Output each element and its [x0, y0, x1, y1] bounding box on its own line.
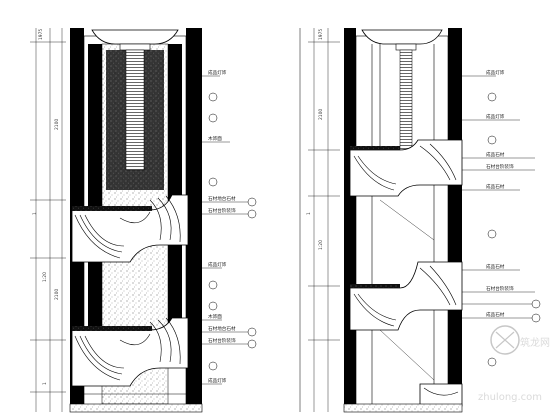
material-label: 成品灯饰	[486, 113, 505, 120]
chandelier	[91, 29, 179, 171]
material-label: 石材台阶装饰	[486, 163, 514, 170]
material-label: 木饰面	[208, 135, 222, 142]
watermark: zhulong.com 筑龙网	[478, 325, 550, 403]
material-label: 成品灯饰	[486, 69, 505, 76]
left-dimension-column: 1975 1 2100 1:20 2100 1	[30, 28, 66, 412]
right-labels: 成品灯饰 成品灯饰 成品石材 石材台阶装饰 成品石材 成品石材 石材台阶装饰 成…	[462, 69, 541, 367]
inner-column	[88, 44, 102, 344]
watermark-text: zhulong.com	[478, 392, 542, 403]
material-label: 石材地台石材	[208, 195, 236, 202]
dim-text: 2100	[54, 289, 60, 300]
left-outer-pillar	[344, 28, 356, 412]
dim-text: 1	[42, 382, 48, 385]
curved-stair-bottom	[419, 383, 463, 407]
material-label: 石材台阶装饰	[208, 207, 236, 214]
right-outer-pillar	[186, 28, 202, 412]
material-label: 石材地台石材	[208, 325, 236, 332]
left-labels: 成品灯饰 木饰面 石材地台石材 石材台阶装饰 成品灯饰 木饰面 石材地台石材 石…	[200, 69, 257, 385]
dim-text: 1:20	[42, 272, 48, 282]
material-label: 石材台阶装饰	[208, 337, 236, 344]
dim-text: 1975	[38, 29, 44, 40]
material-label: 成品灯饰	[208, 261, 227, 268]
right-elevation: 1975 1 2100 1:20	[306, 28, 541, 413]
material-label: 成品石材	[486, 151, 505, 158]
floor-band	[69, 403, 203, 413]
material-label: 木饰面	[208, 313, 222, 320]
inner-column	[168, 44, 182, 344]
dim-text: 2100	[318, 109, 324, 120]
dim-text: 1975	[318, 29, 324, 40]
curved-stair-lower	[71, 317, 189, 387]
dim-text: 1:20	[318, 240, 324, 250]
right-outer-pillar	[448, 28, 462, 412]
watermark-logo-text: 筑龙网	[520, 336, 550, 349]
left-elevation: 1975 1 2100 1:20 2100 1	[30, 28, 257, 413]
material-label: 成品灯饰	[208, 69, 227, 76]
material-label: 成品石材	[486, 183, 505, 190]
material-label: 成品石材	[486, 263, 505, 270]
callout-bubble	[208, 177, 218, 187]
dim-text: 1	[306, 212, 312, 215]
curved-stair-lower	[349, 261, 463, 331]
material-label: 成品石材	[486, 311, 505, 318]
curved-stair-upper	[349, 139, 463, 197]
callout-bubble	[208, 113, 218, 123]
dim-text: 1	[32, 212, 38, 215]
curved-stair-upper	[71, 194, 189, 263]
callout-bubble	[208, 92, 218, 102]
floor-band	[343, 403, 463, 413]
chandelier	[361, 29, 443, 171]
material-label: 石材台阶装饰	[486, 285, 514, 292]
material-label: 成品灯饰	[208, 377, 227, 384]
dim-text: 2100	[54, 119, 60, 130]
right-dimension-column: 1975 1 2100 1:20	[306, 28, 340, 412]
